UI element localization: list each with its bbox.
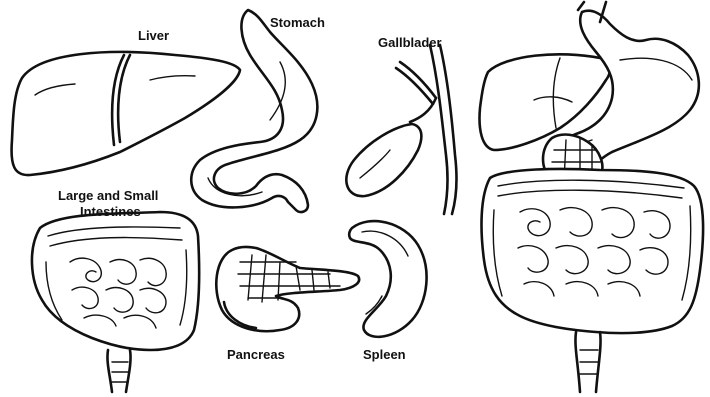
full-digestive-system-illustration [480, 2, 704, 392]
intestines-illustration [32, 212, 199, 392]
liver-label: Liver [138, 28, 169, 43]
gallbladder-label: Gallblader [378, 35, 442, 50]
intestines-label-line1: Large and Small [58, 188, 158, 203]
spleen-illustration [349, 221, 426, 337]
spleen-label: Spleen [363, 347, 406, 362]
pancreas-label: Pancreas [227, 347, 285, 362]
gallbladder-illustration [346, 45, 456, 214]
intestines-label-line2: Intestines [80, 204, 141, 219]
stomach-illustration [191, 10, 317, 212]
pancreas-illustration [216, 247, 359, 331]
stomach-label: Stomach [270, 15, 325, 30]
